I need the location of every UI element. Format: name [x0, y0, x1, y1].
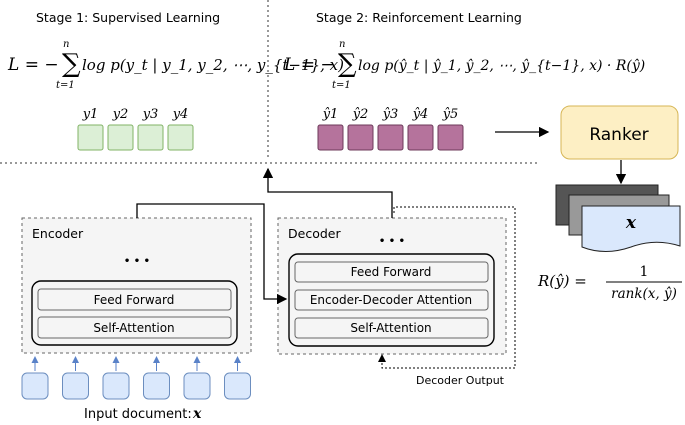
document-variable: x [625, 213, 637, 233]
stage2-token-box [437, 124, 464, 151]
decoder-output-label: Decoder Output [416, 374, 505, 387]
stage2-token-box [317, 124, 344, 151]
stage2-token-box [377, 124, 404, 151]
encoder-to-decoder-arrow [136, 203, 288, 305]
decoder-cross-attention-label: Encoder-Decoder Attention [310, 293, 472, 307]
encoder-input-token [62, 372, 89, 400]
encoder-layer-stack [31, 280, 238, 346]
decoder-self-attention-label: Self-Attention [350, 321, 431, 335]
decoder-output-loop [378, 206, 516, 369]
stage1-sum-symbol: ∑ [62, 49, 81, 79]
stage1-token-box [107, 124, 134, 151]
stage1-token-label: y1 [82, 107, 99, 122]
stage1-token-box [167, 124, 194, 151]
stage2-formula-rhs: log p(ŷ_t | ŷ_1, ŷ_2, ⋯, ŷ_{t−1}, x) · R… [358, 57, 645, 74]
encoder-feed-forward-label: Feed Forward [94, 293, 175, 307]
stage1-token-label: y3 [142, 107, 159, 122]
decoder-title: Decoder [288, 226, 341, 241]
document-stack-front [581, 205, 681, 252]
encoder-input-token [224, 372, 251, 400]
decoder-cross-attention-box [294, 289, 489, 311]
stage1-sum-upper: n [63, 39, 69, 50]
stage2-token-label: ŷ1 [322, 107, 339, 122]
encoder-input-group [21, 356, 251, 400]
encoder-input-token [143, 372, 170, 400]
decoder-feed-forward-label: Feed Forward [351, 265, 432, 279]
encoder-self-attention-box [37, 316, 232, 339]
encoder-ellipsis: • • • [124, 256, 150, 267]
input-document-label: Input document: [84, 407, 192, 422]
reward-formula-denominator: rank(x, ŷ) [611, 286, 677, 302]
stage2-token-label: ŷ3 [382, 107, 399, 122]
stage2-formula: L = − n ∑ t=1 log p(ŷ_t | ŷ_1, ŷ_2, ⋯, ŷ… [283, 39, 645, 91]
decoder-ellipsis: • • • [379, 236, 405, 247]
stage1-sum-lower: t=1 [56, 80, 75, 91]
stage2-token-label: ŷ2 [352, 107, 369, 122]
stage2-sum-symbol: ∑ [338, 49, 357, 79]
encoder-input-token [21, 372, 49, 400]
stage1-formula-rhs: log p(y_t | y_1, y_2, ⋯, y_{t−1}, x) [82, 56, 344, 74]
reward-formula: R(ŷ) = 1 rank(x, ŷ) [537, 264, 682, 302]
ranker-box [560, 105, 679, 160]
stage2-token-group: ŷ1 ŷ2 ŷ3 ŷ4 ŷ5 [317, 107, 464, 151]
stage2-token-label: ŷ4 [412, 107, 429, 122]
ranker-label: Ranker [589, 125, 648, 145]
decoder-feed-forward-box [294, 261, 489, 283]
stage1-title: Stage 1: Supervised Learning [36, 10, 220, 25]
encoder-input-token [102, 372, 130, 400]
stage2-sum-upper: n [339, 39, 345, 50]
stage1-token-label: y4 [172, 107, 189, 122]
encoder-self-attention-label: Self-Attention [93, 321, 174, 335]
encoder-title: Encoder [32, 226, 84, 241]
stage2-sum-lower: t=1 [332, 80, 351, 91]
stage2-token-box [347, 124, 374, 151]
stage1-formula-lhs: L = − [7, 55, 59, 75]
stage2-token-box [407, 124, 434, 151]
stage2-title: Stage 2: Reinforcement Learning [316, 10, 522, 25]
decoder-self-attention-box [294, 317, 489, 339]
encoder-input-token [183, 372, 211, 400]
decoder-layer-stack [288, 253, 495, 347]
document-stack: x [555, 184, 681, 252]
stage1-formula: L = − n ∑ t=1 log p(y_t | y_1, y_2, ⋯, y… [7, 39, 344, 91]
stage2-token-label: ŷ5 [442, 107, 459, 122]
reward-formula-lhs: R(ŷ) = [537, 272, 587, 290]
encoder-feed-forward-box [37, 288, 232, 311]
stage1-token-box [137, 124, 164, 151]
stage2-formula-lhs: L = − [283, 55, 335, 75]
decoder-to-stages-arrow [262, 167, 393, 218]
stage1-token-label: y2 [112, 107, 129, 122]
reward-formula-numerator: 1 [640, 264, 649, 280]
stage1-token-box [77, 124, 104, 151]
input-document-variable: x [192, 406, 202, 422]
stage1-token-group: y1 y2 y3 y4 [77, 107, 194, 151]
